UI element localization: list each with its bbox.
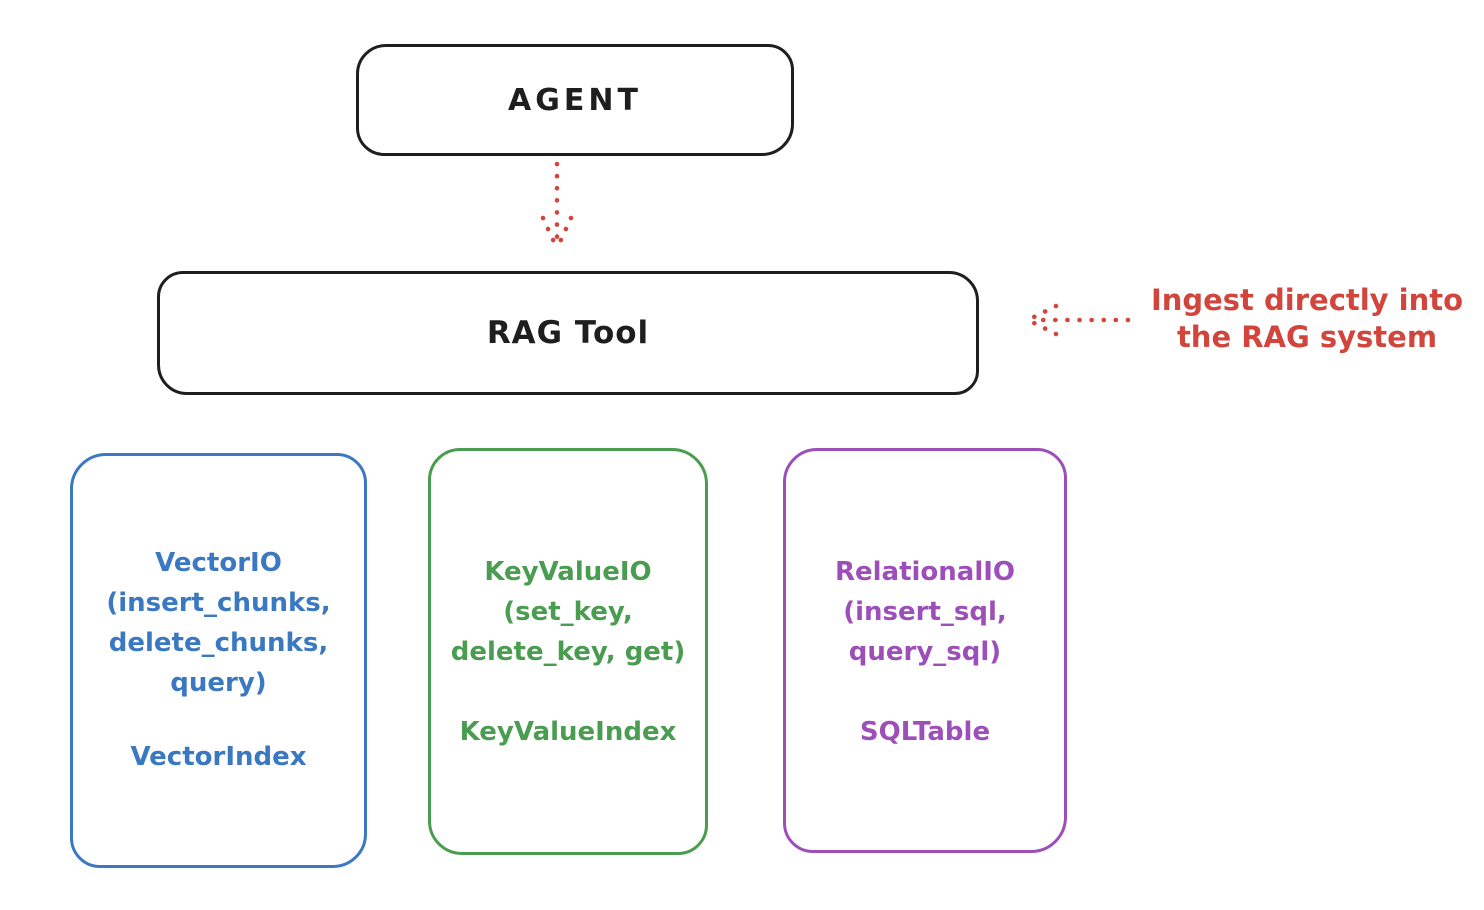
key-value-io-label: KeyValueIO (set_key, delete_key, get) <box>450 557 686 667</box>
rag-tool-node: RAG Tool <box>157 271 979 395</box>
rag-tool-label: RAG Tool <box>486 315 650 351</box>
dotted-down-arrow-icon <box>540 161 574 251</box>
dotted-left-arrow-icon <box>1029 303 1131 337</box>
vector-index-label: VectorIndex <box>130 742 307 772</box>
agent-label: AGENT <box>508 82 642 118</box>
relational-io-label: RelationalIO (insert_sql, query_sql) <box>834 557 1016 667</box>
agent-node: AGENT <box>356 44 794 156</box>
key-value-index-label: KeyValueIndex <box>459 717 677 747</box>
key-value-io-card: KeyValueIO (set_key, delete_key, get) Ke… <box>428 448 708 855</box>
relational-io-card: RelationalIO (insert_sql, query_sql) SQL… <box>783 448 1067 853</box>
sql-table-label: SQLTable <box>859 717 991 747</box>
vector-io-card: VectorIO (insert_chunks, delete_chunks, … <box>70 453 367 868</box>
vector-io-label: VectorIO (insert_chunks, delete_chunks, … <box>106 548 331 698</box>
ingest-annotation: Ingest directly into the RAG system <box>1150 283 1464 354</box>
